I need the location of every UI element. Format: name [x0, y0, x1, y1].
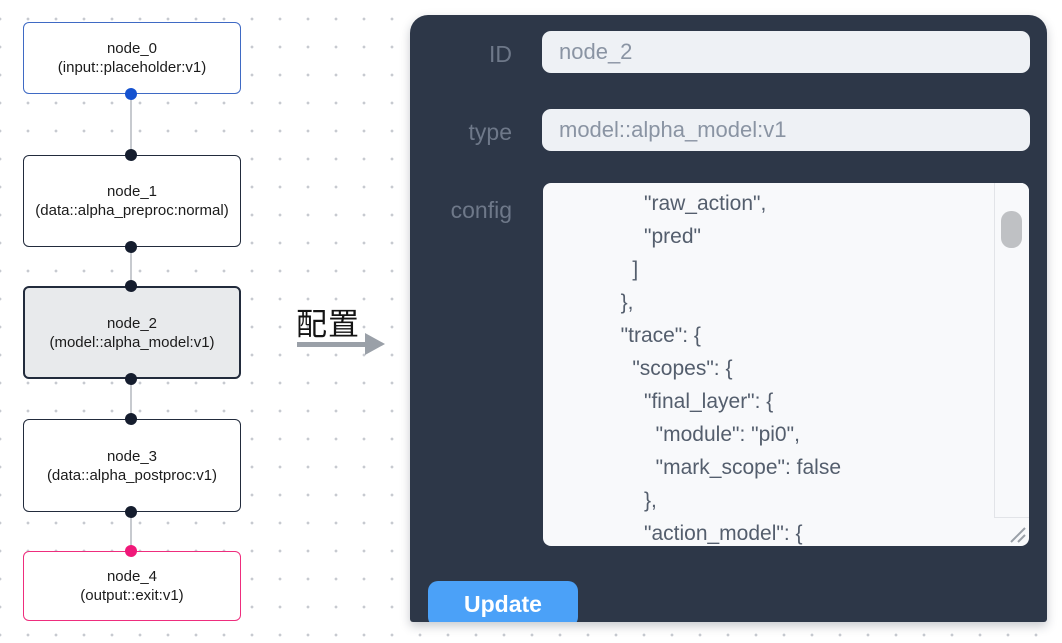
node-type-label: (output::exit:v1) — [80, 587, 184, 604]
arrow-right-icon — [365, 333, 385, 355]
edge-node0-node1 — [130, 94, 132, 155]
flow-node-0[interactable]: node_0 (input::placeholder:v1) — [23, 22, 241, 94]
config-json-text: "raw_action", "pred" ] }, "trace": { "sc… — [620, 192, 841, 545]
node-label: node_3 — [106, 447, 158, 465]
resize-handle-icon[interactable] — [1005, 522, 1027, 544]
flow-node-1[interactable]: node_1 (data::alpha_preproc:normal) — [23, 155, 241, 247]
edge-node2-node3 — [130, 379, 132, 419]
node-label: node_1 — [106, 183, 158, 200]
type-field-label: type — [468, 119, 512, 145]
port-node3-in[interactable] — [125, 413, 137, 425]
id-input[interactable] — [542, 31, 1030, 73]
port-node0-out[interactable] — [125, 88, 137, 100]
config-panel: ID type config "raw_action", "pred" ] },… — [410, 15, 1047, 622]
node-type-label: (data::alpha_preproc:normal) — [35, 202, 229, 219]
node-type-label: (input::placeholder:v1) — [57, 59, 207, 76]
flow-node-3[interactable]: node_3 (data::alpha_postproc:v1) — [23, 419, 241, 512]
update-button[interactable]: Update — [428, 581, 578, 622]
config-scrollbar[interactable] — [994, 183, 1029, 518]
flow-canvas: node_0 (input::placeholder:v1) node_1 (d… — [0, 0, 400, 643]
flow-node-4[interactable]: node_4 (output::exit:v1) — [23, 551, 241, 621]
port-node2-in[interactable] — [125, 280, 137, 292]
node-label: node_4 — [106, 568, 158, 585]
node-type-label: (model::alpha_model:v1) — [49, 333, 215, 351]
config-textarea[interactable]: "raw_action", "pred" ] }, "trace": { "sc… — [543, 183, 1029, 546]
node-label: node_2 — [106, 314, 158, 332]
config-scrollbar-thumb[interactable] — [1001, 211, 1022, 248]
port-node1-out[interactable] — [125, 241, 137, 253]
annotation-config-label: 配置 — [296, 307, 360, 342]
id-field-label: ID — [489, 41, 512, 67]
port-node4-in[interactable] — [125, 545, 137, 557]
port-node2-out[interactable] — [125, 373, 137, 385]
flow-node-2-selected[interactable]: node_2 (model::alpha_model:v1) — [23, 286, 241, 379]
port-node3-out[interactable] — [125, 506, 137, 518]
config-field-label: config — [450, 197, 512, 223]
arrow-line — [297, 342, 367, 347]
node-label: node_0 — [106, 40, 158, 57]
node-type-label: (data::alpha_postproc:v1) — [46, 466, 218, 484]
edge-node1-node2 — [130, 247, 132, 286]
edge-node3-node4 — [130, 512, 132, 551]
port-node1-in[interactable] — [125, 149, 137, 161]
type-input[interactable] — [542, 109, 1030, 151]
